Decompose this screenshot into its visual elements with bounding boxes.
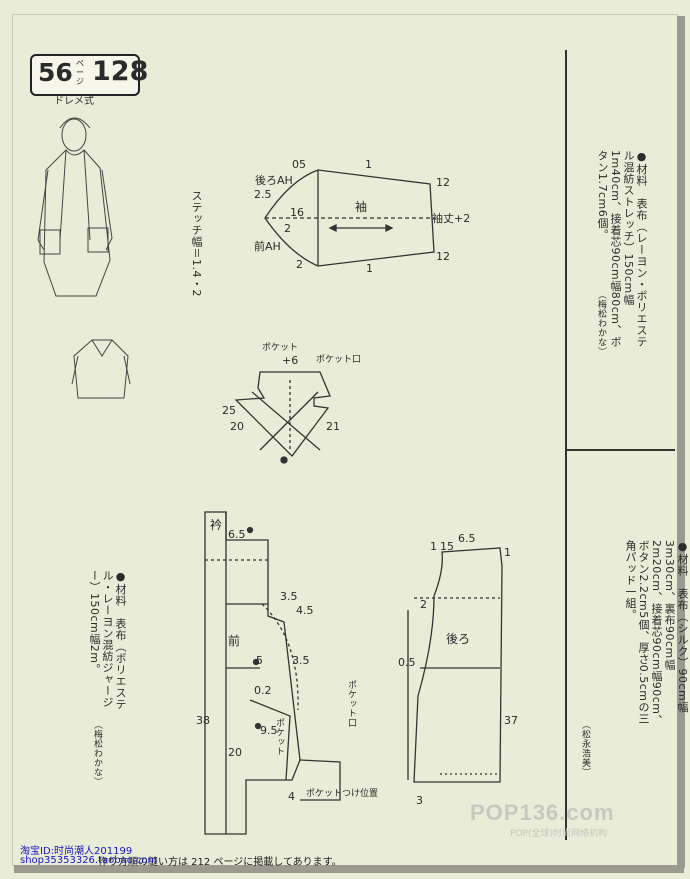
- sleeve-n05: 05: [292, 158, 306, 171]
- sleeve-length: 袖丈+2: [432, 212, 471, 225]
- front-n5: 5: [256, 654, 263, 667]
- pocket-pattern: [234, 371, 331, 464]
- flat-sketch: [71, 339, 131, 399]
- page-header: 56 ページ 128: [30, 54, 148, 96]
- back-n05: 0.5: [398, 656, 416, 669]
- sleeve-n1a: 1: [365, 158, 372, 171]
- front-n4: 4: [288, 790, 295, 803]
- materials-top: ●材料 表布（レーヨン・ポリエステル混紡ストレッチ）150cm幅1m40cm、接…: [596, 150, 648, 348]
- front-n20: 20: [228, 746, 242, 759]
- page-number-right: 128: [92, 56, 149, 87]
- front-n65: 6.5: [228, 528, 246, 541]
- footer-note: 作り方順の縫い方は 212 ページに掲載してあります。: [98, 857, 342, 868]
- sleeve-n1b: 1: [366, 262, 373, 275]
- credit-top: （梅松わかな）: [596, 290, 606, 357]
- front-pocket-mouth: ポケット口: [346, 680, 356, 728]
- front-pocket-label: ポケット: [274, 718, 284, 756]
- credit-left: （梅松わかな）: [92, 720, 102, 787]
- back-n65: 6.5: [458, 532, 476, 545]
- back-pattern: [407, 547, 503, 783]
- sleeve-n2a: 2: [284, 222, 291, 235]
- front-n38: 38: [196, 714, 210, 727]
- page-shadow-bottom: [14, 865, 684, 873]
- credit-mid: （松永浩美）: [580, 720, 590, 777]
- materials-mid: ●材料 表布（シルク）90cm幅3m30cm、裏布90cm幅2m20cm、接着芯…: [624, 540, 689, 726]
- pocket-label: ポケット: [262, 343, 299, 353]
- pocket-mouth-label: ポケット口: [316, 355, 362, 365]
- back-name: 後ろ: [446, 632, 471, 646]
- front-name: 前: [228, 634, 241, 648]
- pocket-plus6: +6: [282, 354, 299, 367]
- sleeve-n16: 16: [290, 206, 304, 219]
- back-n3: 3: [416, 794, 423, 807]
- sleeve-n12b: 12: [436, 250, 450, 263]
- sleeve-back-ah: 後ろAH: [255, 174, 293, 187]
- watermark-sub: POP(全球)时尚网络机构: [510, 829, 607, 839]
- pocket-n25: 25: [222, 404, 236, 417]
- front-collar: 衿: [210, 518, 223, 532]
- front-pocket-position: ポケットつけ位置: [306, 789, 379, 799]
- front-n35: 3.5: [280, 590, 298, 603]
- page-number-left: 56: [38, 58, 73, 87]
- sleeve-pattern: [264, 169, 435, 267]
- sleeve-n25: 2.5: [254, 188, 272, 201]
- front-n45: 4.5: [296, 604, 314, 617]
- shop-id: 淘宝ID:时尚潮人201199: [20, 846, 133, 857]
- page-unit: ページ: [76, 59, 84, 86]
- sleeve-name: 袖: [355, 200, 368, 214]
- sleeve-front-ah: 前AH: [254, 240, 281, 253]
- pocket-n21: 21: [326, 420, 340, 433]
- pocket-n20: 20: [230, 420, 244, 433]
- front-pattern: [204, 511, 341, 835]
- shop-url: shop35353326.taobao.com: [20, 855, 158, 866]
- sleeve-n12a: 12: [436, 176, 450, 189]
- sleeve-n2b: 2: [296, 258, 303, 271]
- page-shadow-right: [677, 16, 685, 868]
- model-illustration: [37, 117, 113, 297]
- header-subtitle: ドレメ式: [54, 96, 94, 107]
- back-n2: 2: [420, 598, 427, 611]
- back-n1b: 1: [504, 546, 511, 559]
- materials-left: ●材料 表布（ポリエステル・レーヨン混紡ジャージー）150cm幅2m。: [88, 570, 127, 710]
- front-n95: 9.5: [260, 724, 278, 737]
- watermark: POP136.com: [470, 800, 615, 825]
- back-n37: 37: [504, 714, 518, 727]
- front-n35b: 3.5: [292, 654, 310, 667]
- back-n1a: 1: [430, 540, 437, 553]
- back-n15: 15: [440, 540, 454, 553]
- stitch-note: ステッチ幅＝1.4・2: [190, 190, 203, 297]
- front-n02: 0.2: [254, 684, 272, 697]
